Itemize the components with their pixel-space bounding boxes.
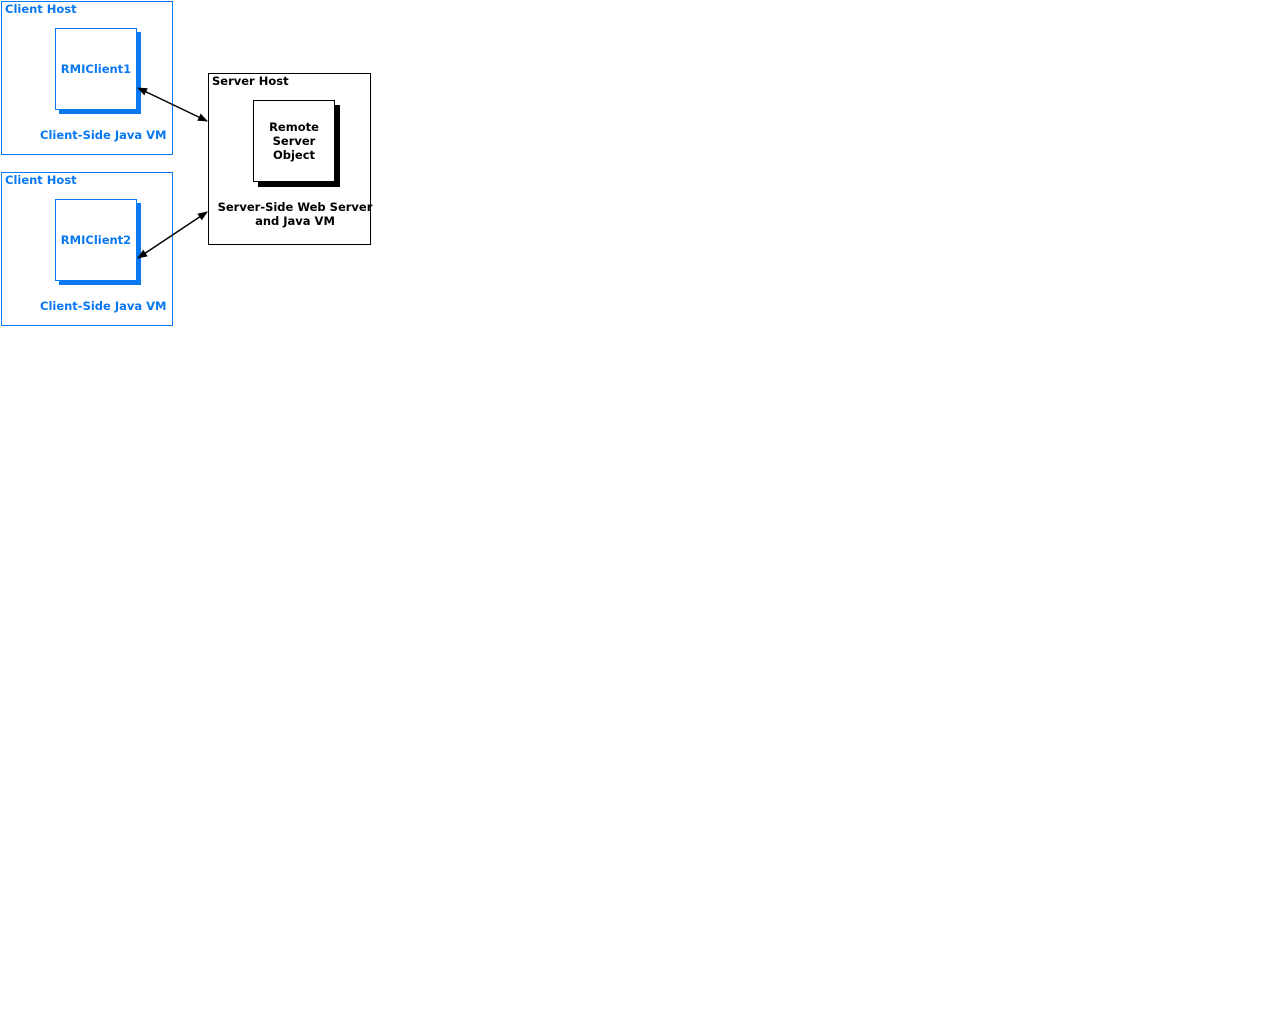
rmi-client-1-label: RMIClient1	[60, 62, 132, 76]
arrow-client2-server	[137, 211, 208, 259]
client-host-label-1: Client Host	[5, 2, 77, 16]
rmi-client-2-object: RMIClient2	[55, 199, 137, 281]
server-host-label: Server Host	[212, 74, 289, 88]
server-vm-label-line1: Server-Side Web Server	[217, 200, 373, 214]
client-vm-label-2: Client-Side Java VM	[40, 299, 167, 313]
arrow-client1-server	[137, 87, 208, 122]
server-host-box	[208, 73, 371, 245]
client-vm-label-1: Client-Side Java VM	[40, 128, 167, 142]
remote-server-object: Remote Server Object	[253, 100, 335, 182]
rmi-client-2-label: RMIClient2	[60, 233, 132, 247]
client-host-label-2: Client Host	[5, 173, 77, 187]
server-vm-label-line2: and Java VM	[255, 214, 335, 228]
rmi-client-1-object: RMIClient1	[55, 28, 137, 110]
remote-server-object-label: Remote Server Object	[269, 120, 319, 162]
